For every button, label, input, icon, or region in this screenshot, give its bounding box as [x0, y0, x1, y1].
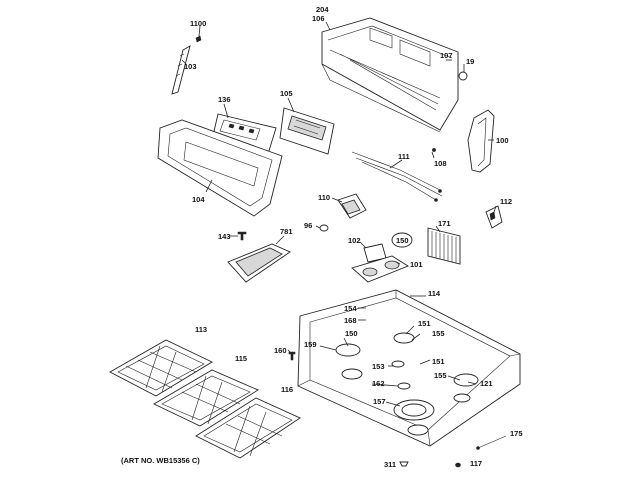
callout-153: 153	[372, 362, 385, 371]
part-spark-module-110	[337, 193, 367, 219]
callout-114: 114	[428, 289, 441, 298]
callout-19: 19	[466, 57, 474, 66]
callout-101: 101	[410, 260, 423, 269]
part-control-board-105	[279, 107, 335, 155]
callout-117: 117	[470, 459, 482, 468]
art-number: (ART NO. WB15356 C)	[121, 456, 200, 465]
callout-labels: 1100 103 204 106 107 19 136 105 100 104 …	[121, 5, 523, 469]
callout-112: 112	[500, 197, 512, 206]
part-cooktop-114	[297, 289, 521, 447]
callout-96: 96	[304, 221, 312, 230]
callout-171: 171	[438, 219, 451, 228]
callout-136: 136	[218, 95, 231, 104]
callout-781: 781	[280, 227, 293, 236]
leader-lines	[181, 21, 497, 407]
callout-160: 160	[274, 346, 287, 355]
part-screw-143	[237, 231, 247, 241]
part-grate-116	[195, 397, 301, 459]
part-washer-96	[319, 224, 329, 232]
callout-151-lower: 151	[432, 357, 445, 366]
callout-121: 121	[480, 379, 493, 388]
part-grate-115	[153, 369, 259, 427]
callout-204: 204	[316, 5, 329, 14]
callout-106: 106	[312, 14, 325, 23]
part-valve-assembly-101	[351, 255, 409, 283]
callout-113: 113	[195, 325, 207, 334]
callout-100: 100	[496, 136, 509, 145]
callout-150-upper: 150	[396, 236, 409, 245]
part-rod-175	[476, 435, 507, 450]
callout-111: 111	[398, 152, 410, 161]
callout-108: 108	[434, 159, 447, 168]
part-cover-781	[227, 243, 291, 283]
callout-159: 159	[304, 340, 317, 349]
callout-155-lower: 155	[434, 371, 447, 380]
callout-157: 157	[373, 397, 386, 406]
part-wire-harness-111	[351, 148, 443, 202]
callout-116: 116	[281, 385, 293, 394]
callout-104: 104	[192, 195, 205, 204]
callout-150-lower: 150	[345, 329, 358, 338]
callout-154: 154	[344, 304, 357, 313]
callout-107: 107	[440, 51, 453, 60]
callout-1100: 1100	[190, 19, 206, 28]
callout-175: 175	[510, 429, 523, 438]
part-control-panel-104	[157, 119, 283, 217]
part-bracket-103	[171, 35, 202, 95]
callout-143: 143	[218, 232, 231, 241]
callout-311: 311	[384, 460, 396, 469]
callout-151-upper: 151	[418, 319, 431, 328]
callout-102: 102	[348, 236, 361, 245]
part-gasket-102	[363, 232, 413, 263]
part-side-trim-100	[467, 109, 495, 173]
part-grate-113	[109, 339, 213, 397]
callout-168: 168	[344, 316, 357, 325]
part-bracket-112	[485, 205, 503, 229]
callout-103: 103	[184, 62, 197, 71]
callout-110: 110	[318, 193, 330, 202]
callout-115: 115	[235, 354, 247, 363]
callout-105: 105	[280, 89, 293, 98]
part-screw-160	[288, 351, 296, 361]
part-small-311-117	[399, 461, 461, 468]
callout-162: 162	[372, 379, 385, 388]
part-backguard-107	[321, 17, 468, 133]
part-vent-grille-171	[427, 227, 461, 265]
callout-155-upper: 155	[432, 329, 445, 338]
